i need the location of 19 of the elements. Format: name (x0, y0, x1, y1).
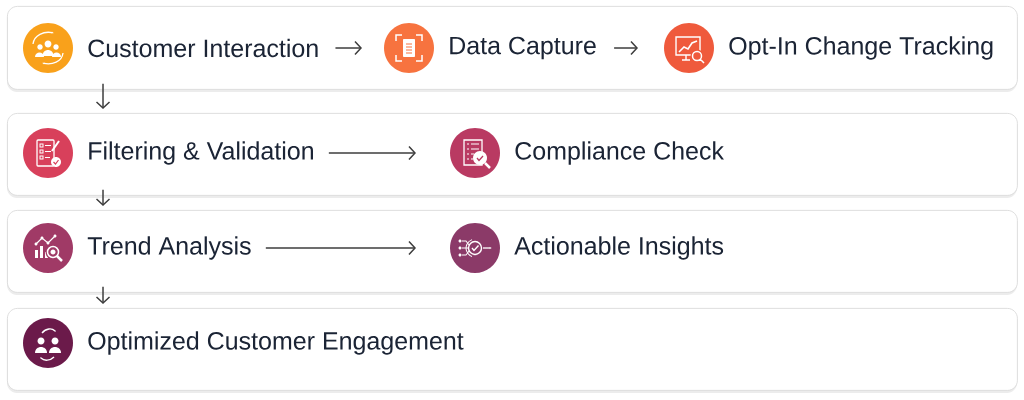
arrow (613, 40, 638, 56)
step-label: Customer Interaction (88, 38, 318, 58)
panel (7, 6, 1018, 92)
panel (7, 308, 1018, 393)
step-label: Trend Analysis (87, 236, 251, 260)
arrow (95, 83, 111, 109)
step-label: Opt-In Change Tracking (729, 36, 993, 60)
step-label: Data Capture (450, 36, 596, 60)
arrow (265, 240, 416, 256)
arrow (334, 40, 362, 56)
arrow (95, 286, 111, 304)
step-label: Compliance Check (515, 141, 724, 165)
step-label: Filtering & Validation (89, 141, 313, 165)
arrow (328, 145, 416, 161)
arrow (95, 189, 111, 206)
panel (7, 113, 1018, 198)
step-label: Actionable Insights (514, 236, 724, 260)
step-label: Optimized Customer Engagement (88, 331, 464, 355)
panel (7, 210, 1018, 295)
